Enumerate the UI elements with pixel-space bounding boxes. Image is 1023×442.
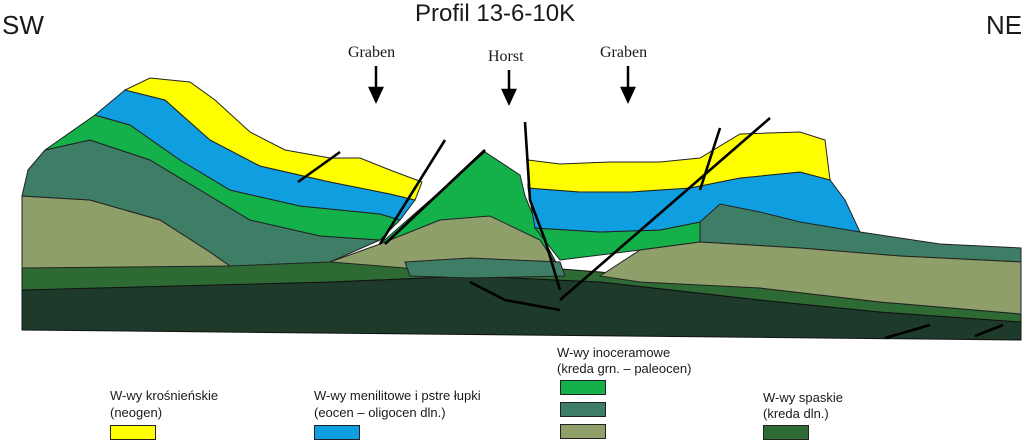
fault-9 <box>974 323 1004 338</box>
layer-olive-right <box>598 241 1022 315</box>
fault-1 <box>378 139 447 245</box>
legend-menilite-swatch <box>314 425 360 440</box>
legend-inoceramian-swatch-1 <box>560 380 606 395</box>
fault-8 <box>884 323 931 340</box>
layer-yellow-left <box>123 77 423 201</box>
structure-arrows <box>368 66 636 106</box>
label-northeast: NE <box>986 10 1023 40</box>
arrowhead-graben-right <box>620 86 636 104</box>
label-graben-left: Graben <box>348 44 396 61</box>
label-horst: Horst <box>488 48 524 65</box>
legend-krosno-swatch <box>110 425 156 440</box>
legend-inoceramian-swatch-3 <box>560 424 606 439</box>
arrowhead-horst <box>501 88 517 106</box>
fault-2 <box>384 149 486 245</box>
legend-spas-line1: W-wy spaskie <box>763 390 843 405</box>
fault-4 <box>698 127 722 191</box>
legend-inoceramian-line1: W-wy inoceramowe <box>557 345 671 360</box>
page-title: Profil 13-6-10K <box>415 0 576 27</box>
layer-horst-teal-band <box>404 257 566 279</box>
legend-krosno-line1: W-wy krośnieńskie <box>110 388 219 403</box>
fault-7 <box>297 150 341 184</box>
legend-spas-swatch <box>763 425 809 440</box>
legend-spas-line2: (kreda dln.) <box>763 406 829 421</box>
fault-lines <box>297 117 1004 340</box>
legend-menilite-line1: W-wy menilitowe i pstre łupki <box>314 388 481 403</box>
fault-6 <box>469 280 561 312</box>
legend-menilite-line2: (eocen – oligocen dln.) <box>314 405 446 420</box>
arrowhead-graben-left <box>368 86 384 104</box>
fault-5 <box>559 117 771 301</box>
label-graben-right: Graben <box>600 44 648 61</box>
legend-inoceramian-swatch-2 <box>560 402 606 417</box>
label-southwest: SW <box>2 10 44 40</box>
legend-krosno-line2: (neogen) <box>110 405 163 420</box>
legend-inoceramian-line2: (kreda grn. – paleocen) <box>557 361 692 376</box>
fault-3 <box>523 121 562 291</box>
layer-yellow-right <box>527 131 831 193</box>
